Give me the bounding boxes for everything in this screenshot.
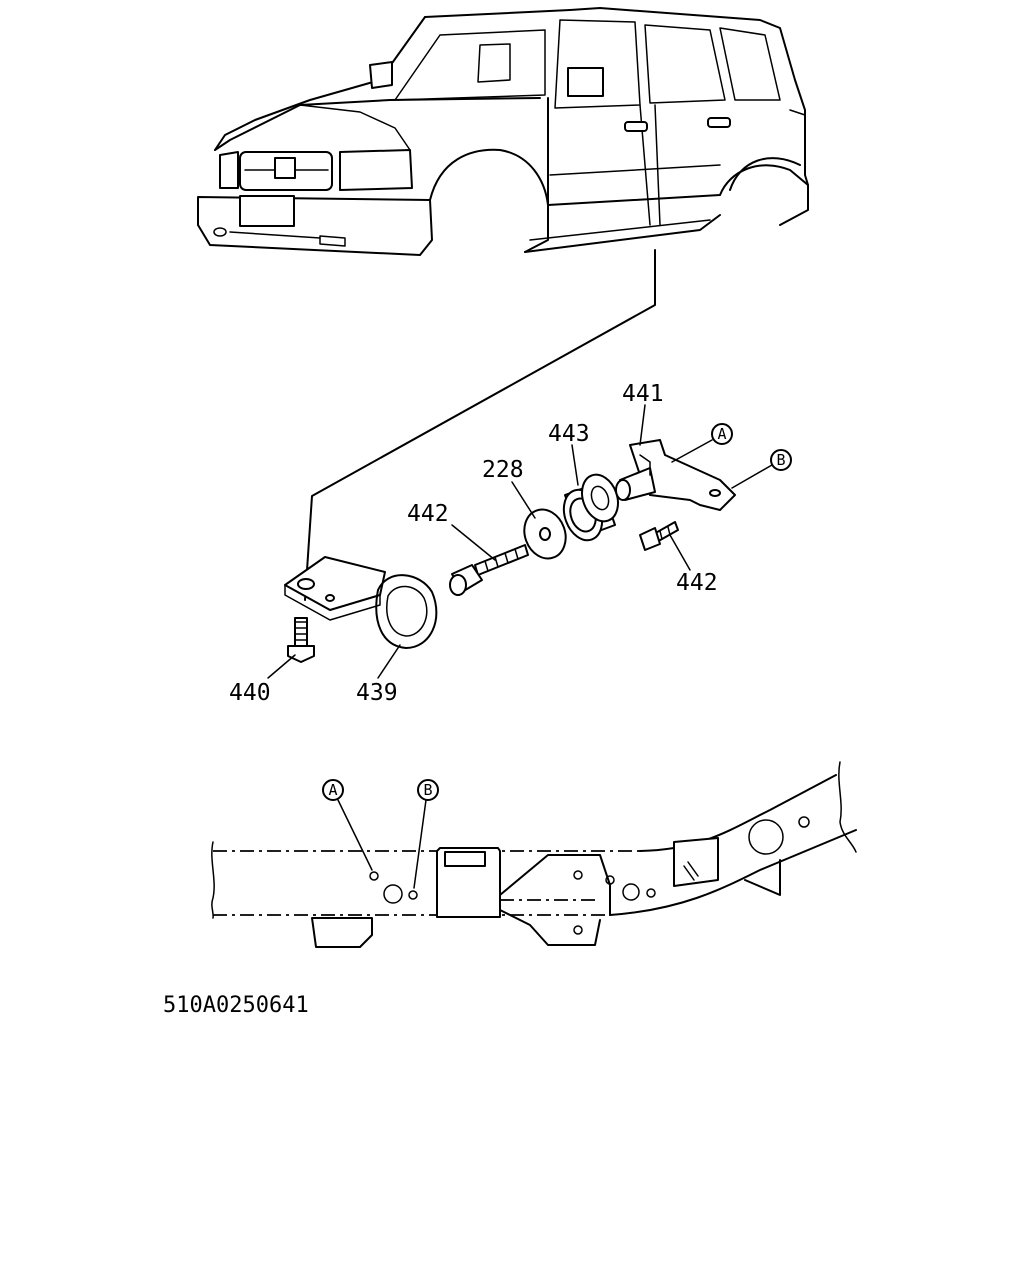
callout-a-top (711, 423, 733, 445)
callout-a-top-letter: A (717, 425, 726, 443)
bolt-440 (287, 617, 315, 663)
leader-442-upper (451, 524, 496, 561)
callout-b-top (770, 449, 792, 471)
callout-b-top-letter: B (776, 451, 785, 469)
leader-443 (571, 444, 579, 486)
leader-a-frame (337, 799, 373, 871)
label-441: 441 (622, 381, 664, 407)
label-443: 443 (548, 421, 590, 447)
bolt-442-short (639, 521, 679, 551)
callout-a-frame (322, 779, 344, 801)
leader-a-top (671, 439, 713, 463)
reference-code: 510A0250641 (163, 993, 309, 1018)
tow-hook-439 (284, 556, 438, 649)
leader-b-frame (413, 799, 427, 889)
leader-b-top (731, 464, 773, 489)
exploded-parts: 441 443 228 442 442 440 439 A B (229, 381, 792, 706)
label-442-upper: 442 (407, 501, 449, 527)
label-439: 439 (356, 680, 398, 706)
leader-441 (639, 404, 646, 446)
leader-228 (511, 481, 536, 519)
callout-b-frame-letter: B (423, 781, 432, 799)
bracket-441 (615, 439, 736, 511)
frame-rail: A B (211, 761, 857, 948)
callout-a-frame-letter: A (328, 781, 337, 799)
leader-439 (377, 644, 401, 679)
vehicle-illustration (197, 7, 809, 601)
label-442-lower: 442 (676, 570, 718, 596)
callout-b-frame (417, 779, 439, 801)
leader-440 (267, 654, 296, 679)
label-228: 228 (482, 457, 524, 483)
washer-228 (523, 508, 567, 560)
leader-442-lower (669, 534, 691, 571)
label-440: 440 (229, 680, 271, 706)
bushing-443 (562, 473, 619, 542)
bolt-442-long (449, 544, 529, 596)
